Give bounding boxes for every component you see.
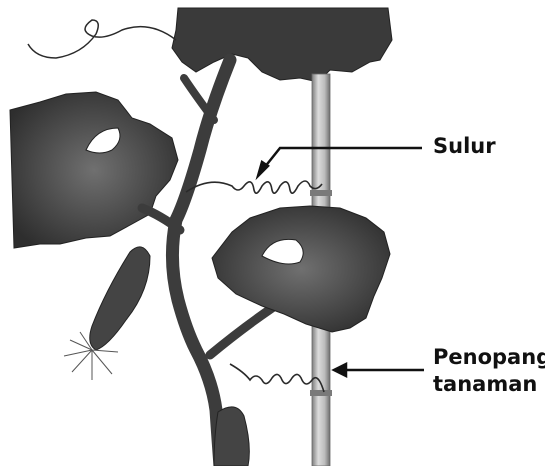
cucumber-left bbox=[90, 247, 150, 350]
pole-node-1 bbox=[310, 190, 332, 196]
cucumber-bottom bbox=[214, 407, 249, 466]
arrow-sulur bbox=[258, 148, 422, 176]
tendril-upper bbox=[186, 181, 322, 193]
leaf-right bbox=[212, 206, 390, 332]
label-support-line2: tanaman bbox=[433, 371, 545, 398]
tendril-top bbox=[28, 20, 176, 58]
leaf-top bbox=[172, 8, 392, 82]
arrow-penopang bbox=[334, 364, 424, 376]
leaf-left bbox=[10, 92, 178, 248]
tendril-lower bbox=[230, 364, 324, 392]
label-plant-support: Penopang tanaman bbox=[433, 344, 545, 398]
branch-right bbox=[210, 308, 272, 355]
pole-node-2 bbox=[310, 390, 332, 396]
label-tendril: Sulur bbox=[433, 133, 496, 160]
label-support-line1: Penopang bbox=[433, 344, 545, 371]
